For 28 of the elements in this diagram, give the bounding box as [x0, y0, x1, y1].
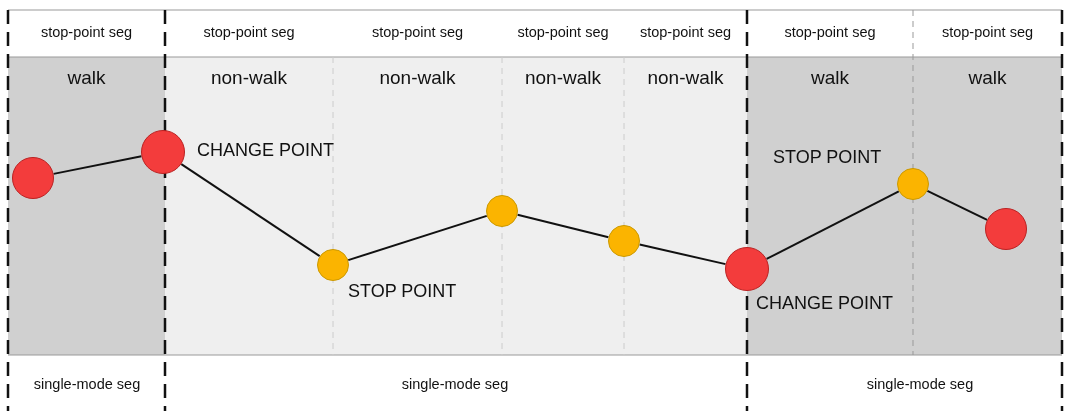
mode-label: walk: [968, 67, 1007, 89]
segment-header: stop-point seg: [784, 24, 876, 40]
point-label: STOP POINT: [348, 281, 457, 302]
connector-line: [926, 189, 989, 221]
mode-label: non-walk: [525, 67, 601, 89]
segment-header: stop-point seg: [371, 24, 464, 40]
mode-label: non-walk: [379, 67, 456, 89]
point-label: CHANGE POINT: [197, 140, 334, 161]
connector-line: [638, 243, 727, 266]
point-label: STOP POINT: [773, 147, 882, 168]
point-label: CHANGE POINT: [756, 293, 893, 314]
segment-label: single-mode seg: [866, 376, 974, 392]
segment-label: single-mode seg: [33, 376, 141, 392]
segment-header: stop-point seg: [639, 24, 732, 40]
segment-header: stop-point seg: [40, 24, 133, 40]
segment-header: stop-point seg: [941, 24, 1034, 40]
mode-label: walk: [67, 67, 106, 89]
connector-line: [516, 213, 610, 239]
connector-line: [180, 163, 321, 258]
segment-header: stop-point seg: [203, 24, 295, 40]
segment-label: single-mode seg: [401, 376, 509, 392]
segment-header: stop-point seg: [517, 24, 609, 40]
mode-label: non-walk: [647, 67, 724, 89]
connector-line: [765, 190, 900, 260]
connector-line: [52, 155, 143, 175]
connector-line: [347, 214, 488, 262]
mode-label: non-walk: [211, 67, 287, 89]
mode-label: walk: [811, 67, 849, 89]
